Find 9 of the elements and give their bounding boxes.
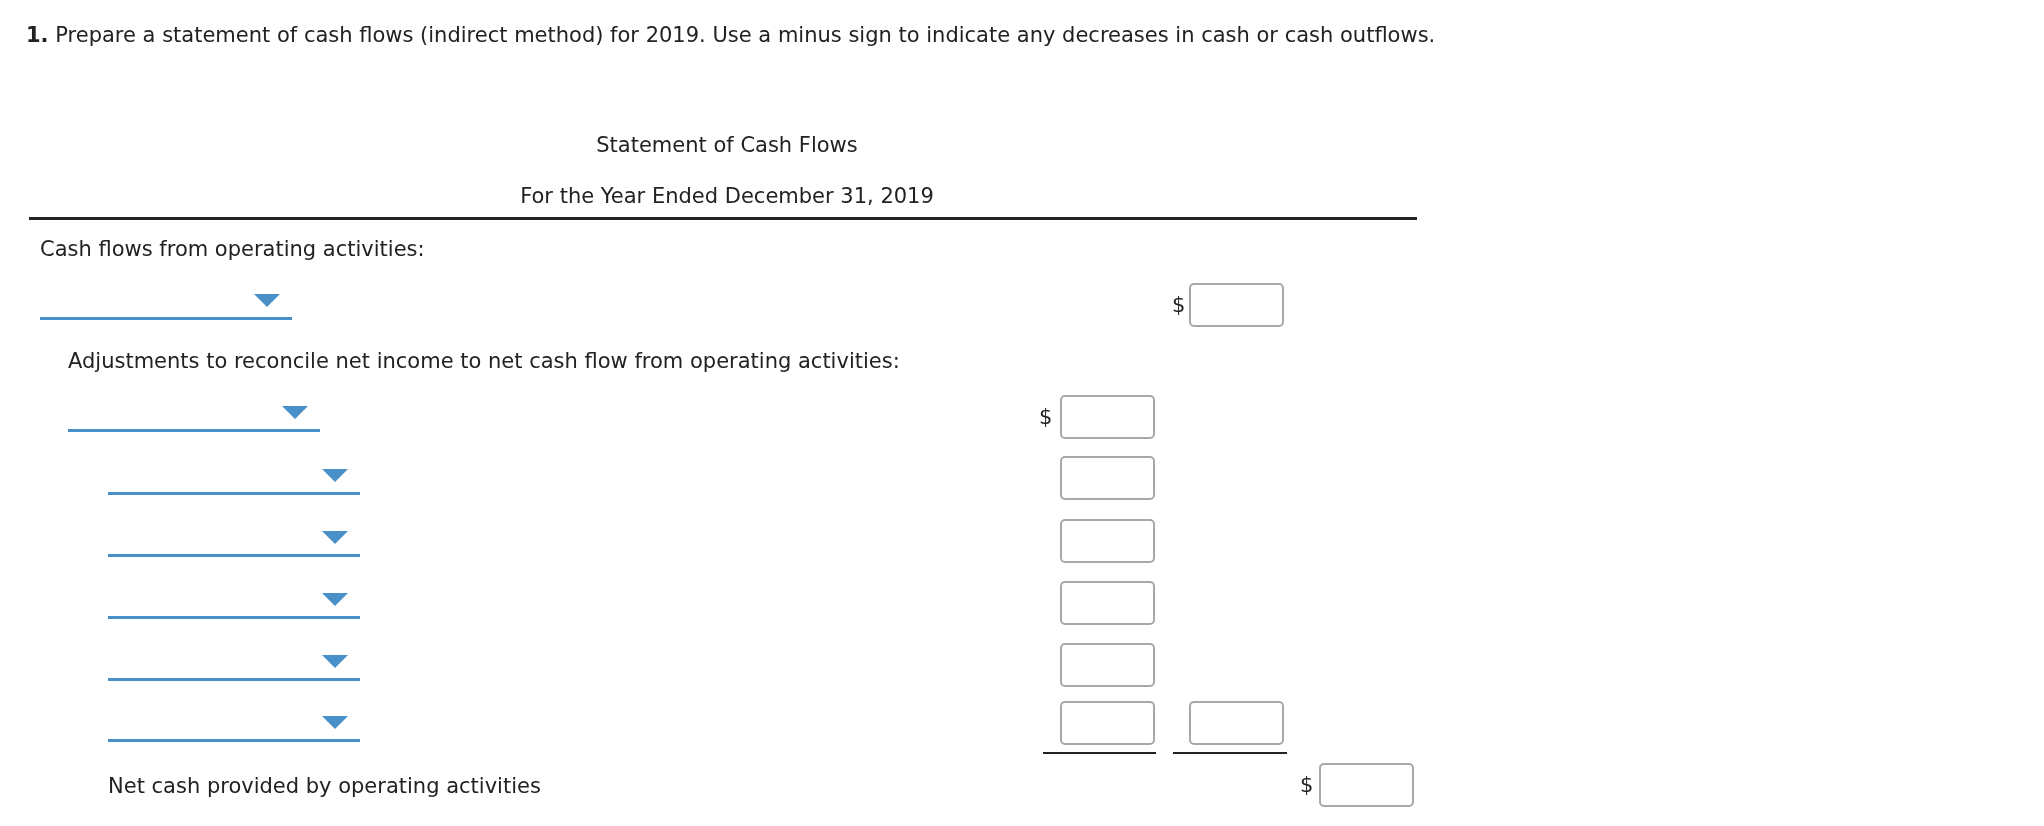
instruction-text: 1. Prepare a statement of cash flows (indirect method) for 2019. Use a minus sign to indicate any decreases in cash or cash outflows. xyxy=(26,22,1436,48)
statement-heading: Statement of Cash Flows xyxy=(596,132,858,158)
section-heading: Cash flows from operating activities: xyxy=(40,236,425,262)
total-label: Net cash provided by operating activities xyxy=(108,773,541,799)
subsection-heading: Adjustments to reconcile net income to net cash flow from operating activities: xyxy=(68,348,900,374)
currency-sign: $ xyxy=(1172,292,1186,318)
period-heading: For the Year Ended December 31, 2019 xyxy=(520,183,934,209)
currency-sign: $ xyxy=(1300,772,1314,798)
currency-sign: $ xyxy=(1039,404,1053,430)
